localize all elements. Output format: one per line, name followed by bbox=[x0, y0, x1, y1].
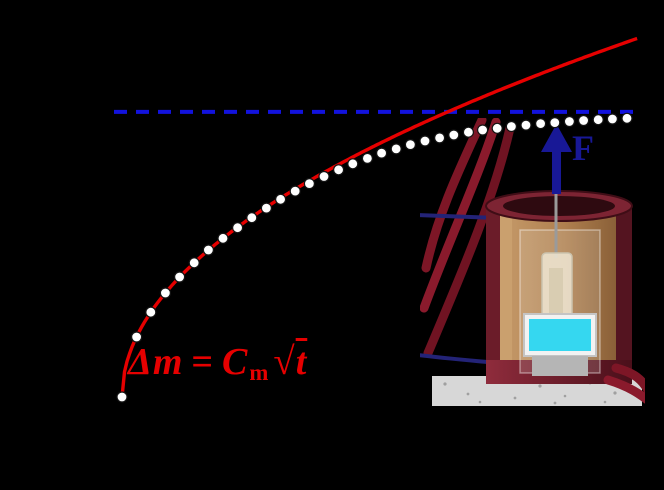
data-point bbox=[202, 244, 214, 256]
data-point bbox=[376, 147, 388, 159]
data-point bbox=[145, 306, 157, 318]
formula-radicand: t bbox=[295, 341, 308, 383]
force-arrow-shaft bbox=[552, 148, 561, 194]
vessel-inner-wall bbox=[500, 210, 512, 360]
data-point bbox=[289, 185, 301, 197]
data-point bbox=[347, 158, 359, 170]
pedestal bbox=[532, 356, 588, 376]
formula-coefficient-subscript: m bbox=[249, 360, 270, 386]
data-point bbox=[188, 257, 200, 269]
data-point bbox=[404, 139, 416, 151]
liquid bbox=[529, 319, 591, 351]
fit-equation: Δm=Cm√t bbox=[128, 339, 307, 386]
data-point bbox=[318, 170, 330, 183]
data-point bbox=[260, 202, 272, 214]
vessel-opening bbox=[503, 196, 615, 216]
data-point bbox=[232, 222, 244, 234]
data-point bbox=[361, 152, 373, 164]
force-label: F bbox=[572, 128, 594, 168]
formula-coefficient: C bbox=[222, 341, 249, 383]
data-point bbox=[217, 232, 229, 244]
vessel-wall-right bbox=[616, 206, 632, 384]
apparatus-inset: F bbox=[417, 115, 655, 410]
data-point bbox=[246, 212, 258, 224]
data-point bbox=[174, 271, 186, 283]
data-point bbox=[159, 287, 171, 299]
formula-equals: = bbox=[191, 341, 215, 383]
data-point bbox=[333, 164, 345, 176]
data-point bbox=[390, 143, 402, 155]
data-point bbox=[275, 193, 287, 205]
data-point bbox=[303, 178, 315, 190]
data-point bbox=[116, 391, 128, 403]
vessel-wall-left bbox=[486, 206, 500, 384]
formula-delta-m: Δm bbox=[128, 341, 184, 383]
formula-radical: √ bbox=[273, 340, 296, 383]
force-arrow-head bbox=[541, 124, 572, 152]
apparatus-illustration: F bbox=[417, 115, 655, 407]
